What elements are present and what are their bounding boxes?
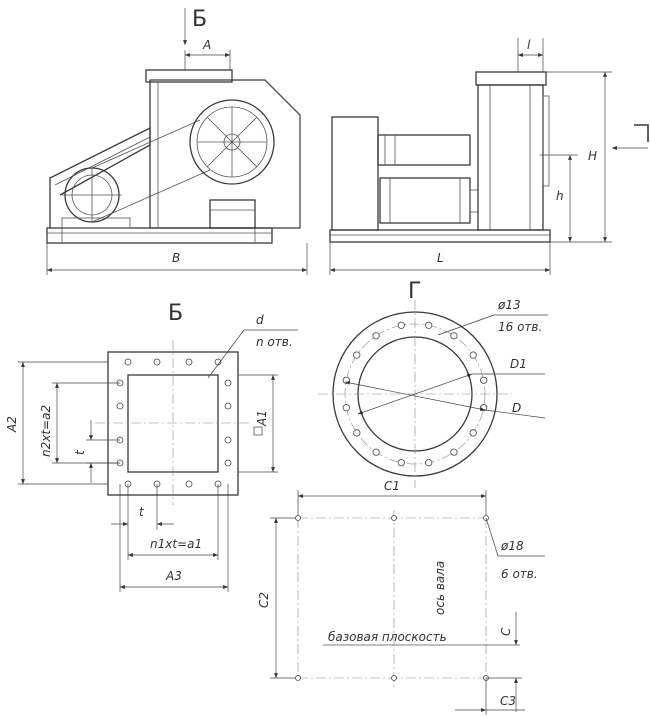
base-plane-label: базовая плоскость <box>328 630 447 644</box>
flange-round-view: Г D1 D ø13 16 отв. <box>318 279 548 488</box>
dim-l-small-label: l <box>527 38 531 52</box>
dim-a2-label: A2 <box>5 416 19 433</box>
side-view: l H h L <box>329 38 649 275</box>
round-flange-hole <box>353 429 361 437</box>
round-flange-hole <box>469 429 477 437</box>
hole-count-label: n отв. <box>256 335 293 349</box>
dim-a3-label: A3 <box>165 569 182 583</box>
base-hole-dia-label: ø18 <box>500 539 524 553</box>
round-flange-hole <box>425 459 433 467</box>
dim-t-vertical-label: t <box>73 449 87 455</box>
dim-b-label: B <box>172 251 180 265</box>
round-flange-hole <box>425 321 433 329</box>
base-plan-view: C1 C2 C C3 ø18 6 отв. ось вала базовая п… <box>257 479 545 715</box>
dim-c1-label: C1 <box>384 479 400 493</box>
view-label-b-top: Б <box>192 7 207 32</box>
dim-h-large-label: H <box>588 149 597 163</box>
dim-t-horizontal-label: t <box>139 505 145 519</box>
hole-d-label: d <box>256 313 264 327</box>
dim-d1-label: D1 <box>510 357 527 371</box>
dim-c2-label: C2 <box>257 592 271 608</box>
round-flange-hole <box>397 321 405 329</box>
shaft-axis-label: ось вала <box>433 561 447 615</box>
round-hole-dia-label: ø13 <box>497 298 521 312</box>
dim-a-label: A <box>202 38 211 52</box>
round-hole-count-label: 16 отв. <box>498 320 542 334</box>
round-flange-hole <box>372 332 380 340</box>
view-label-b: Б <box>168 301 183 326</box>
front-view: Б A B <box>46 7 308 275</box>
round-flange-hole <box>372 448 380 456</box>
dim-d-label: D <box>512 401 521 415</box>
round-flange-hole <box>397 459 405 467</box>
round-flange-hole <box>469 351 477 359</box>
base-hole-count-label: 6 отв. <box>501 567 538 581</box>
dim-a1-label: A1 <box>255 410 269 427</box>
base-holes <box>295 515 489 681</box>
round-flange-hole <box>450 332 458 340</box>
round-flange-hole <box>480 376 488 384</box>
dim-c3-label: C3 <box>500 694 516 708</box>
round-flange-hole <box>353 351 361 359</box>
dim-n1t-label: n1xt=a1 <box>150 537 202 551</box>
dim-l-large-label: L <box>437 251 444 265</box>
round-flange-hole <box>450 448 458 456</box>
view-label-g: Г <box>408 279 421 304</box>
flange-rect-view: Б d n отв. <box>5 301 298 592</box>
round-flange-hole <box>342 404 350 412</box>
dim-n2t-label: n2xt=a2 <box>39 405 53 457</box>
dim-h-small-label: h <box>556 189 564 203</box>
dim-c-label: C <box>499 627 513 636</box>
